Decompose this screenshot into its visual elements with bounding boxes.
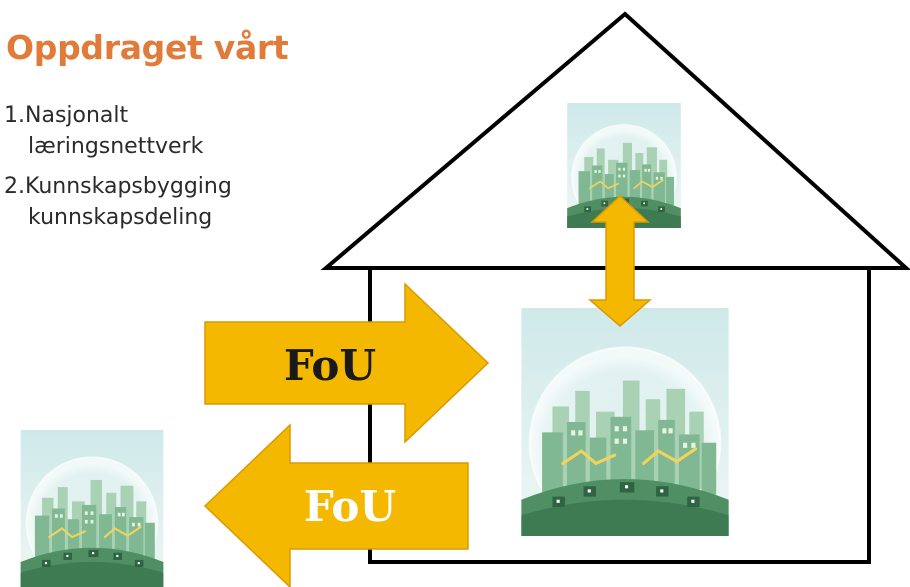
arrow-out-label: FoU — [304, 482, 396, 531]
double-arrow-icon — [587, 194, 653, 327]
city-image-outside — [19, 430, 165, 587]
list-item: 2.Kunnskapsbygging kunnskapsdeling — [4, 171, 232, 233]
page-title: Oppdraget vårt — [6, 28, 289, 67]
list-item: 1.Nasjonalt læringsnettverk — [4, 100, 232, 162]
list-item-continuation: kunnskapsdeling — [28, 205, 213, 230]
list-number: 1. — [4, 103, 25, 128]
arrow-in-label: FoU — [284, 341, 376, 390]
city-image-house — [519, 308, 731, 536]
list-item-text: Nasjonalt — [25, 103, 129, 128]
arrow-out-icon — [203, 423, 469, 587]
house-walls — [368, 270, 871, 564]
list-number: 2. — [4, 174, 25, 199]
list-item-continuation: læringsnettverk — [28, 134, 204, 159]
list-item-text: Kunnskapsbygging — [25, 174, 232, 199]
arrow-in-icon — [204, 282, 490, 444]
mission-list: 1.Nasjonalt læringsnettverk 2.Kunnskapsb… — [4, 100, 232, 242]
